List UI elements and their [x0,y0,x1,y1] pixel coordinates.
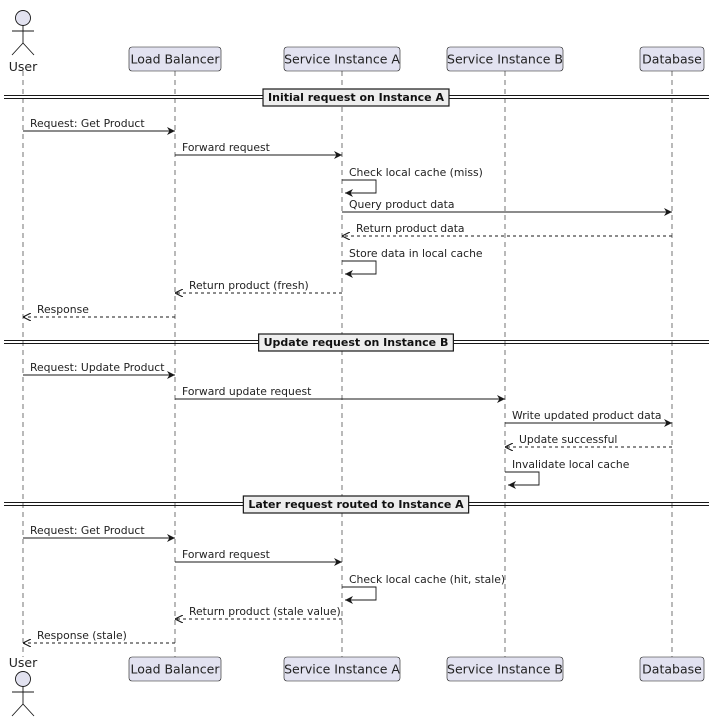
message-label: Forward request [182,141,270,154]
message-label: Request: Get Product [30,117,145,130]
actor-bottom-left-leg [11,703,24,717]
participant-box-sa-top [283,46,401,72]
participant-box-sb-top [446,46,564,72]
message-label: Forward request [182,548,270,561]
self-message-arrow [342,179,377,197]
participant-box-lb-bottom [128,656,222,682]
participant-label-db-top: Database [642,52,702,67]
self-message-label: Check local cache (miss) [349,166,483,179]
participant-box-lb-top [128,46,222,72]
message-label: Request: Get Product [30,524,145,537]
actor-top-head [15,10,31,26]
message-label: Return product (fresh) [189,279,309,292]
participant-label-user-bottom: User [9,655,38,670]
participant-box-sb-bottom [446,656,564,682]
self-message-label: Check local cache (hit, stale) [349,573,505,586]
divider-label: Later request routed to Instance A [248,498,464,511]
self-message-arrow [505,471,540,489]
divider-box [258,333,454,352]
self-message-arrow [342,586,377,604]
message-label: Forward update request [182,385,311,398]
self-message-arrow [342,260,377,278]
participant-label-lb-bottom: Load Balancer [131,662,221,677]
message-label: Write updated product data [512,409,662,422]
actor-bottom-right-leg [22,703,35,717]
participant-box-db-top [639,46,705,72]
actor-bottom-head [15,671,31,687]
self-message-label: Store data in local cache [349,247,483,260]
participant-box-sa-bottom [283,656,401,682]
message-label: Return product (stale value) [189,605,341,618]
message-label: Update successful [519,433,617,446]
message-label: Query product data [349,198,455,211]
divider-label: Initial request on Instance A [268,91,444,104]
participant-label-sb-top: Service Instance B [447,52,563,67]
participant-label-lb-top: Load Balancer [131,52,221,67]
divider-box [242,495,470,514]
message-label: Return product data [356,222,465,235]
actor-top-right-leg [22,42,35,56]
participant-label-sb-bottom: Service Instance B [447,662,563,677]
message-label: Request: Update Product [30,361,164,374]
actor-top-left-leg [11,42,24,56]
participant-label-user-top: User [9,59,38,74]
participant-label-sa-bottom: Service Instance A [284,662,400,677]
self-message-label: Invalidate local cache [512,458,630,471]
message-label: Response [37,303,89,316]
participant-label-db-bottom: Database [642,662,702,677]
divider-label: Update request on Instance B [264,336,449,349]
participant-label-sa-top: Service Instance A [284,52,400,67]
divider-box [262,88,450,107]
message-label: Response (stale) [37,629,127,642]
participant-box-db-bottom [639,656,705,682]
